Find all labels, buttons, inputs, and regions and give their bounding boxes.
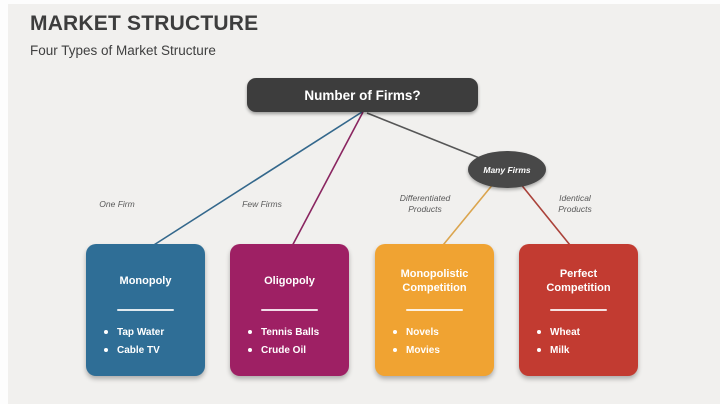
card-item-label: Crude Oil	[261, 344, 307, 356]
list-item: Tennis Balls	[248, 324, 345, 340]
branch-label-one-firm: One Firm	[99, 199, 135, 209]
card-item-label: Movies	[406, 344, 440, 356]
branch-label-few-firms: Few Firms	[242, 199, 282, 209]
many-firms-node: Many Firms	[468, 151, 546, 188]
many-firms-label: Many Firms	[483, 164, 531, 175]
card-items: Tap Water Cable TV	[104, 324, 201, 360]
connector-root-to-monopoly	[145, 111, 363, 251]
card-divider	[406, 309, 463, 311]
root-node-number-of-firms: Number of Firms?	[247, 78, 478, 112]
card-oligopoly: Oligopoly Tennis Balls Crude Oil	[230, 244, 349, 376]
card-divider	[550, 309, 607, 311]
card-items: Wheat Milk	[537, 324, 634, 360]
card-items: Novels Movies	[393, 324, 490, 360]
card-monopoly: Monopoly Tap Water Cable TV	[86, 244, 205, 376]
card-item-label: Milk	[550, 344, 570, 356]
slide-top-margin	[0, 0, 720, 4]
list-item: Crude Oil	[248, 342, 345, 358]
bullet-icon	[248, 348, 252, 352]
card-item-label: Tap Water	[117, 326, 165, 338]
card-item-label: Cable TV	[117, 344, 160, 356]
card-title: Monopoly	[119, 274, 172, 287]
card-title: Monopolistic Competition	[400, 267, 469, 294]
bullet-icon	[104, 330, 108, 334]
card-item-label: Wheat	[550, 326, 580, 338]
list-item: Milk	[537, 342, 634, 358]
bullet-icon	[104, 348, 108, 352]
list-item: Cable TV	[104, 342, 201, 358]
page-subtitle: Four Types of Market Structure	[30, 43, 216, 58]
bullet-icon	[537, 348, 541, 352]
card-item-label: Novels	[406, 326, 439, 338]
page-title: MARKET STRUCTURE	[30, 12, 259, 35]
slide-left-margin	[0, 0, 8, 404]
list-item: Novels	[393, 324, 490, 340]
root-node-label: Number of Firms?	[304, 87, 421, 103]
connector-root-to-oligopoly	[289, 111, 364, 251]
list-item: Movies	[393, 342, 490, 358]
list-item: Tap Water	[104, 324, 201, 340]
card-monopolistic-competition: Monopolistic Competition Novels Movies	[375, 244, 494, 376]
branch-label-identical-products: Identical Products	[558, 193, 592, 215]
card-title: Perfect Competition	[546, 267, 611, 294]
bullet-icon	[537, 330, 541, 334]
bullet-icon	[393, 330, 397, 334]
card-title: Oligopoly	[264, 274, 315, 287]
bullet-icon	[248, 330, 252, 334]
card-items: Tennis Balls Crude Oil	[248, 324, 345, 360]
card-divider	[117, 309, 174, 311]
card-item-label: Tennis Balls	[261, 326, 320, 338]
branch-label-differentiated-products: Differentiated Products	[399, 193, 451, 215]
card-divider	[261, 309, 318, 311]
bullet-icon	[393, 348, 397, 352]
list-item: Wheat	[537, 324, 634, 340]
card-perfect-competition: Perfect Competition Wheat Milk	[519, 244, 638, 376]
